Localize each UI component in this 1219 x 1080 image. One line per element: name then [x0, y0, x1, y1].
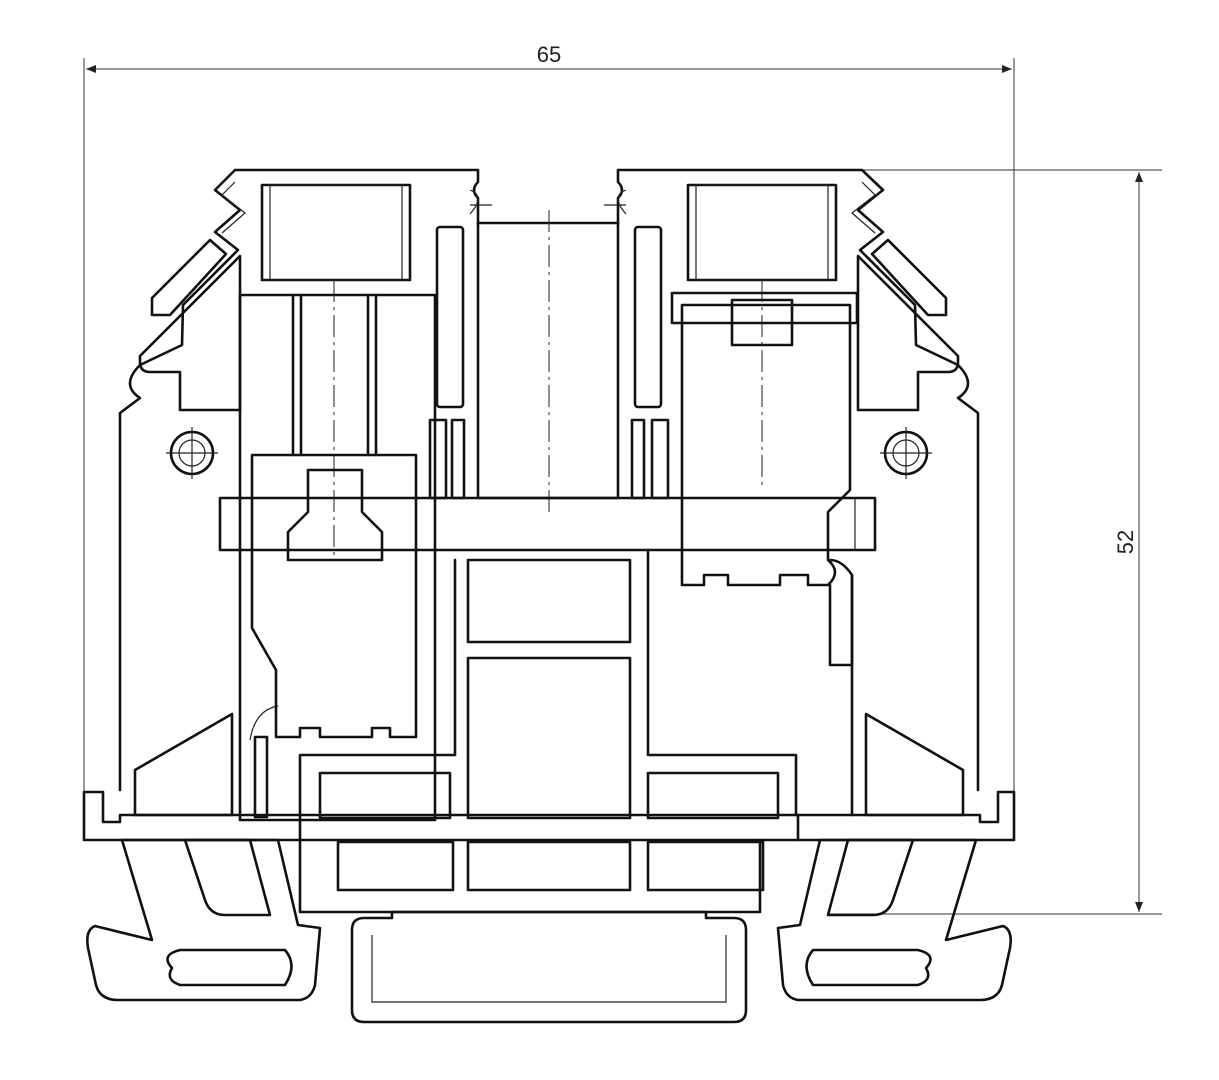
foot-rail-channel — [350, 910, 748, 1024]
housing — [82, 168, 1016, 842]
right-clamp-body — [680, 303, 852, 587]
center-section — [428, 189, 670, 515]
height-dimension-label: 52 — [1113, 530, 1138, 554]
mounting-holes — [166, 427, 932, 479]
right-clip-inner — [630, 418, 646, 500]
housing-right-lower-chamfer — [864, 712, 965, 817]
right-rail-window — [646, 840, 765, 892]
right-screw-opening-inner — [695, 184, 829, 281]
left-base-window — [318, 771, 452, 820]
left-rail-window — [336, 840, 455, 892]
busbar-bar — [218, 496, 877, 552]
housing-left-chamfer — [138, 254, 242, 412]
housing-left-rib — [150, 238, 228, 317]
center-window-upper — [466, 558, 632, 644]
left-clamp-curve — [249, 705, 279, 741]
foot-rail-inner — [371, 935, 727, 1003]
right-latch-grip — [805, 948, 932, 987]
left-lower-wall — [298, 558, 457, 817]
lower-windows — [298, 558, 780, 892]
right-clamp-top-plate — [670, 291, 859, 325]
left-screw-opening — [260, 183, 412, 282]
left-clamp-spring — [253, 735, 269, 819]
right-screw-opening — [686, 183, 838, 282]
right-clip — [650, 418, 670, 500]
housing-right-outline — [616, 168, 980, 792]
center-slot — [476, 221, 620, 500]
right-base-window — [646, 771, 780, 820]
left-vertical-slot — [435, 225, 465, 409]
left-latch-grip — [166, 948, 293, 987]
left-clamp-screw — [286, 468, 384, 562]
left-marker-notch — [469, 189, 479, 215]
left-clamp-body — [250, 453, 418, 739]
width-dimension-label: 65 — [537, 42, 561, 67]
left-clamp-chamber — [238, 293, 437, 822]
left-screw-opening-inner — [269, 184, 403, 281]
right-vertical-slot — [633, 225, 663, 409]
housing-right-ridge — [851, 181, 876, 234]
width-dimension: 65 — [83, 42, 1015, 792]
center-rail-window — [466, 840, 632, 892]
right-latch — [776, 838, 1012, 1002]
base-band — [82, 790, 1016, 842]
height-dimension: 52 — [625, 169, 1162, 915]
housing-left-outline — [118, 168, 480, 792]
housing-left-ridge — [221, 181, 246, 234]
busbar — [218, 496, 877, 552]
left-clip-inner — [450, 418, 466, 500]
housing-right-rib — [870, 238, 948, 317]
left-latch-slot — [183, 838, 272, 917]
right-clamp-chamber — [646, 548, 798, 817]
right-latch-slot — [826, 838, 915, 917]
center-window-lower — [466, 656, 632, 820]
right-marker-notch — [617, 189, 627, 215]
housing-left-lower-chamfer — [133, 712, 234, 817]
foot-center-frame — [298, 838, 762, 914]
right-clamp — [646, 280, 859, 817]
housing-right-chamfer — [856, 254, 960, 412]
din-rail-foot — [86, 838, 1012, 1024]
left-clip — [428, 418, 448, 500]
left-clamp — [238, 280, 437, 822]
left-latch — [86, 838, 322, 1002]
